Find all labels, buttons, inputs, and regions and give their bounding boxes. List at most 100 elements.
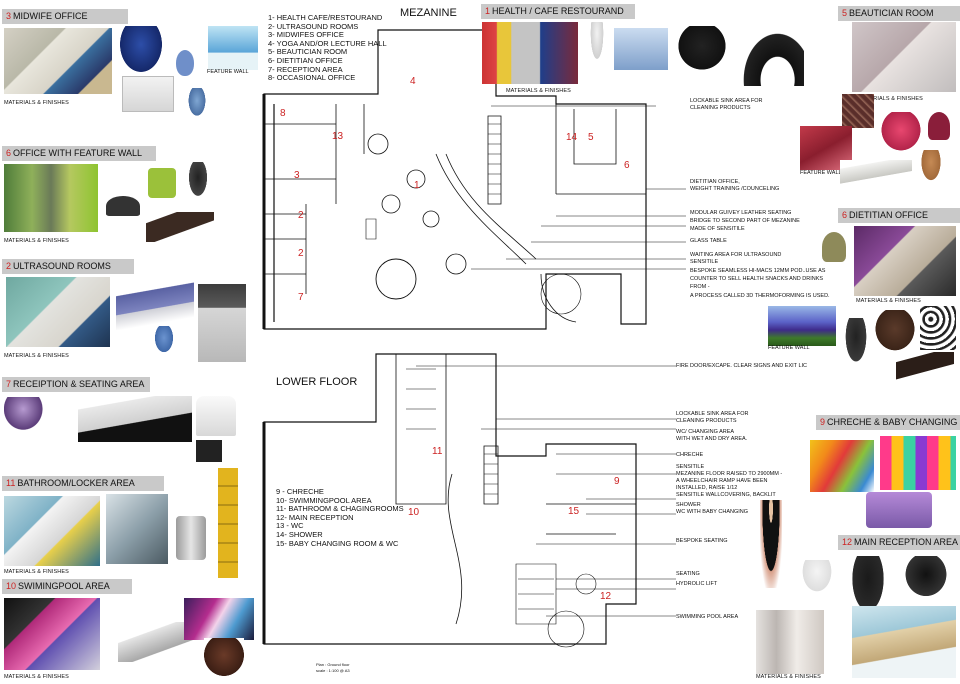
room-number: 3	[294, 170, 300, 181]
creche-person	[760, 500, 782, 588]
creche-storage	[880, 436, 956, 490]
annotation: BRIDGE TO SECOND PART OF MEZANINE	[690, 218, 800, 224]
main-reception-swatch	[756, 610, 824, 674]
midwife-office-chair	[184, 88, 210, 124]
cafe-armchair	[672, 26, 732, 76]
legend-item: 7- RECEPTION AREA	[268, 64, 343, 74]
materials-label-cafe: MATERIALS & FINISHES	[506, 88, 571, 94]
legend-item: 9 - CHRECHE	[276, 487, 324, 496]
annotation: MEZANINE FLOOR RAISED TO 2900MM -	[676, 471, 783, 477]
annotation: BESPOKE SEAMLESS HI-MACS 12mm POD..USE A…	[690, 268, 826, 274]
bathroom-glass-basin	[106, 494, 168, 564]
midwife-feature-window	[208, 26, 258, 70]
office-feature-armchair	[148, 168, 176, 198]
legend-item: 5- BEAUTICIAN ROOM	[268, 47, 348, 57]
legend-item: 15- BABY CHANGING ROOM & WC	[276, 538, 399, 548]
ultrasound-swatch-board	[6, 277, 110, 347]
feature-wall-label-3: FEATURE WALL	[768, 345, 810, 351]
pool-swatch-board	[4, 598, 100, 670]
feature-wall-label-1: FEATURE WALL	[207, 69, 249, 75]
annotation: SENSITILE	[676, 464, 705, 470]
materials-label-beautician: MATERIALS & FINISHES	[858, 96, 923, 102]
annotation: WAITING AREA FOR ULTRASOUND	[690, 252, 782, 258]
bathroom-swatch-board	[4, 496, 100, 566]
pool-feature-art	[184, 598, 254, 640]
legend-item: 2- ULTRASOUND ROOMS	[268, 21, 359, 31]
annotation: CHRECHE	[676, 452, 704, 458]
creche-toys	[810, 440, 874, 492]
room-number: 14	[566, 132, 578, 143]
dietitian-pattern	[920, 306, 956, 350]
legend-item: 4- YOGA and/or LECTURE HALL	[268, 38, 387, 48]
dietitian-desk	[896, 352, 954, 386]
annotation: CLEANING PRODUCTS	[676, 418, 737, 424]
mezanine-title: MEZANINE	[400, 7, 457, 19]
room-number: 12	[600, 591, 612, 602]
annotation: CLEANING PRODUCTS	[690, 105, 751, 111]
beautician-stool	[912, 150, 950, 198]
legend-item: 10- SWIMMINGPOOL AREA	[276, 495, 372, 505]
annotation: MADE OF SENSITILE	[690, 226, 745, 232]
room-number: 8	[280, 108, 286, 119]
cafe-booth-seating	[738, 26, 804, 86]
room-number: 5	[588, 132, 594, 143]
legend-item: 6- DIETITIAN OFFICE	[268, 55, 343, 65]
room-number: 7	[298, 292, 304, 303]
room-number: 15	[568, 506, 580, 517]
room-number: 4	[410, 76, 416, 87]
room-number: 6	[624, 160, 630, 171]
beautician-treatment-bed	[840, 160, 912, 190]
legend-item: 1- HEALTH CAFE/RESTOURAND	[268, 13, 383, 22]
room-number: 11	[432, 446, 443, 457]
reception-stools	[4, 397, 68, 457]
annotation: SENSITILE	[690, 259, 719, 265]
feature-wall-label-2: FEATURE WALL	[800, 170, 842, 176]
reception-white-chair	[196, 396, 236, 436]
legend-item: 12- MAIN RECEPTION	[276, 512, 354, 522]
dietitian-feature-wall	[768, 306, 836, 346]
office-feature-swatch-board	[4, 164, 98, 232]
midwife-pendant-lamp	[176, 50, 194, 76]
midwife-armchair	[120, 26, 162, 72]
dietitian-swatch-board	[854, 226, 956, 296]
ultrasound-chair	[150, 326, 178, 360]
annotation: LOCKABLE SINK AREA FOR	[690, 98, 763, 104]
beautician-pink-chair	[880, 112, 922, 152]
legend-item: 13 - WC	[276, 521, 304, 531]
annotation: COUNTER TO SELL HEALTH SNACKS AND DRINKS	[690, 276, 824, 282]
office-feature-chair	[184, 162, 212, 206]
legend-item: 14- SHOWER	[276, 529, 323, 539]
materials-label-bathroom: MATERIALS & FINISHES	[4, 569, 69, 575]
dietitian-pendant	[822, 232, 846, 262]
floor-plans	[262, 29, 686, 648]
bathroom-lockers	[218, 468, 238, 578]
cafe-swatch-board	[482, 22, 578, 84]
ultrasound-exam-bed	[116, 280, 194, 330]
room-number: 2	[298, 210, 304, 221]
plan-caption: Plan : Ground floor	[316, 662, 350, 667]
annotation: SEATING	[676, 571, 700, 577]
plan-scale: scale : 1:100 @ A3	[316, 668, 350, 673]
office-feature-pendant	[106, 196, 140, 216]
annotation: MODULAR GUIVEY LEATHER SEATING	[690, 210, 792, 216]
main-reception-desk	[852, 606, 956, 678]
legend-item: 3- MIDWIFES OFFICE	[268, 30, 344, 40]
annotation: INSTALLED, RAISE 1/12	[676, 485, 738, 491]
mezanine-legend: 1- HEALTH CAFE/RESTOURAND 2- ULTRASOUND …	[268, 13, 387, 83]
beautician-pendant	[928, 112, 950, 140]
materials-label-pool: MATERIALS & FINISHES	[4, 674, 69, 680]
office-feature-desk	[146, 212, 214, 242]
lower-floor-legend: 9 - CHRECHE 10- SWIMMINGPOOL AREA 11- BA…	[276, 487, 404, 548]
dietitian-office-chair	[838, 318, 874, 380]
cafe-bar-stool	[586, 22, 608, 78]
main-reception-swivel-chair	[900, 556, 952, 602]
room-number: 2	[298, 248, 304, 259]
